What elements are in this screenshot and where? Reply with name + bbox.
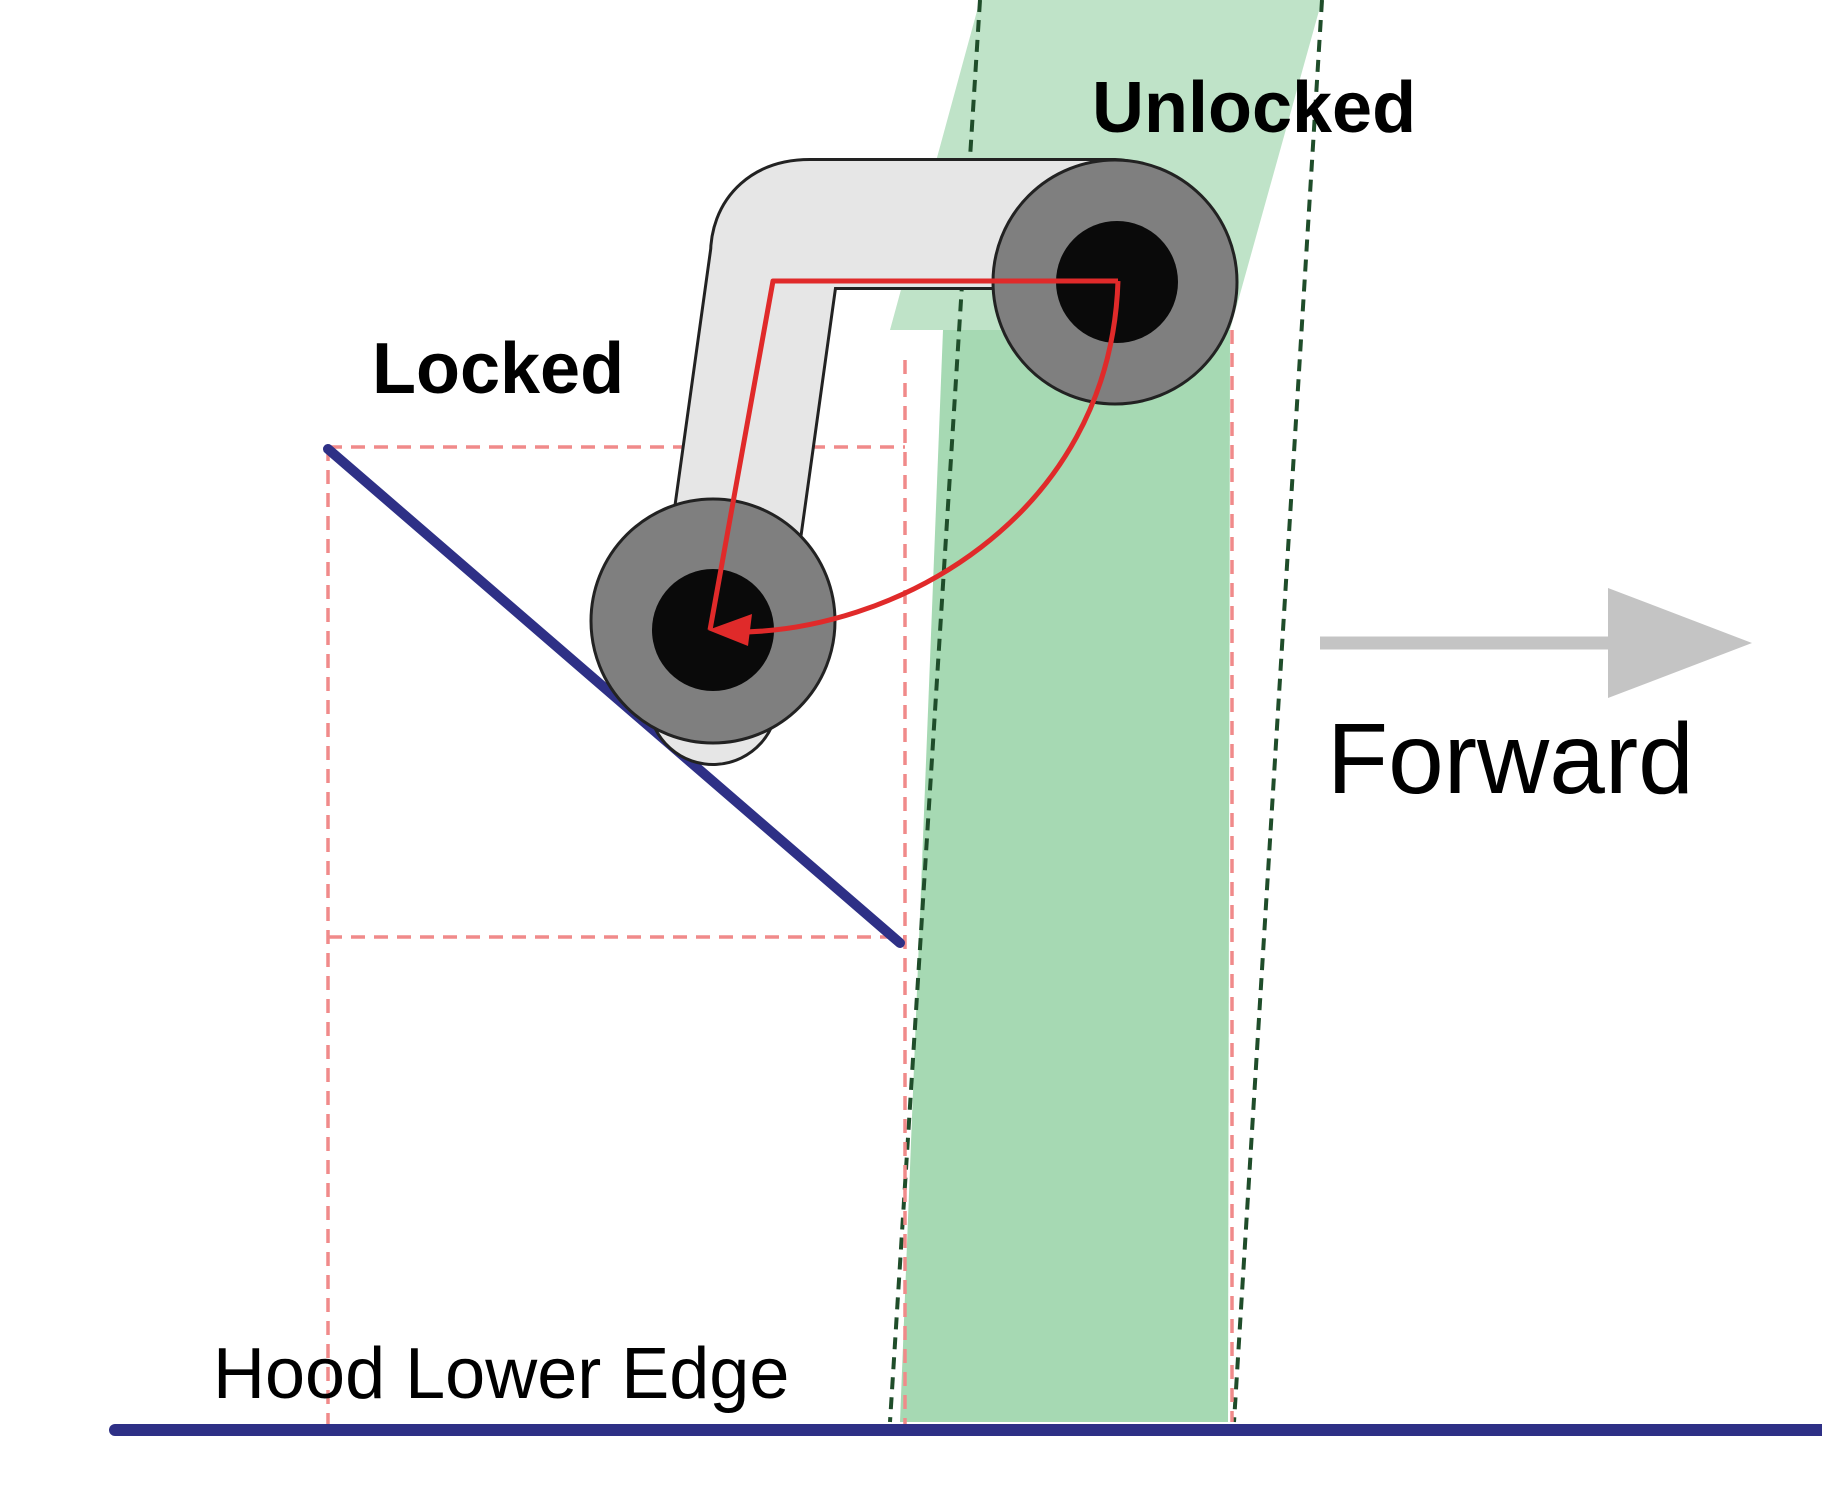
band-right-border [1232,0,1324,1423]
locked-label: Locked [372,329,624,409]
latch-arm [647,158,1181,766]
arrow-right-icon [1320,588,1752,698]
band-left-border [888,0,982,1423]
forward-label: Forward [1327,703,1694,815]
rotation-arrow-icon [707,278,1121,635]
green-band-lower [900,330,1230,1422]
ramp-line [323,444,905,948]
hood-lower-edge-label: Hood Lower Edge [213,1334,789,1414]
rotation-arrowhead [708,614,752,646]
unlocked-label: Unlocked [1092,68,1416,148]
